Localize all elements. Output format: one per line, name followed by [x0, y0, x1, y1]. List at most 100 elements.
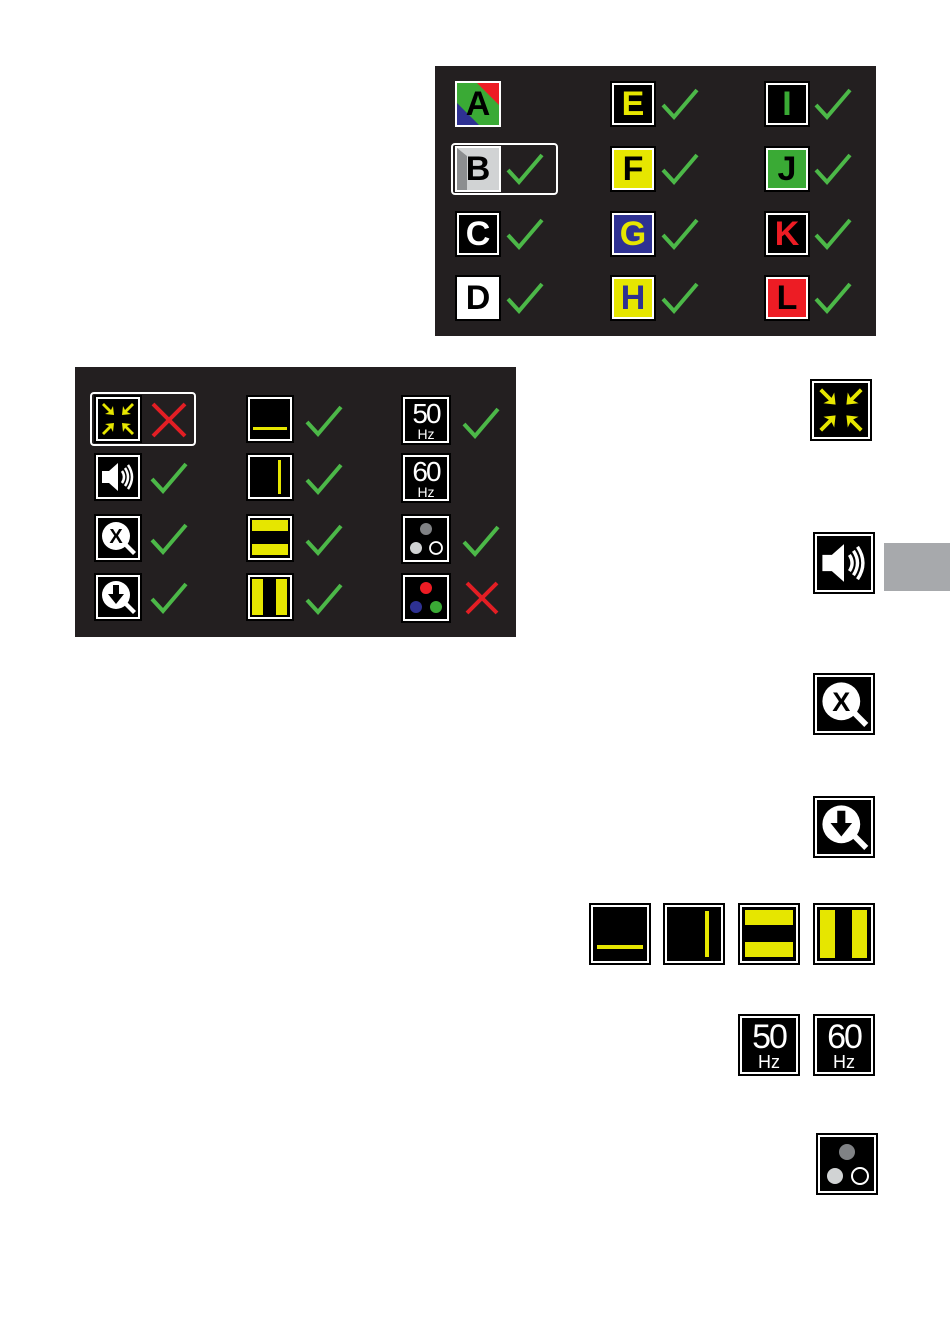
hz-unit: Hz: [833, 1053, 855, 1071]
setting-tile-grey-dots[interactable]: [403, 516, 449, 562]
hz-unit: Hz: [417, 427, 434, 441]
vertical-mask-icon: [250, 577, 290, 617]
vertical-line-icon: [667, 907, 721, 961]
mode-letter: K: [775, 217, 800, 251]
sidebar-center-arrows: [812, 381, 870, 439]
mode-letter: L: [777, 281, 798, 315]
hz-number: 50: [412, 400, 439, 428]
hz-number: 50: [752, 1020, 786, 1054]
sidebar-50hz: 50 Hz: [740, 1016, 798, 1074]
check-icon: [149, 459, 189, 497]
color-mode-panel: A B C D E F G H I J K L: [435, 66, 876, 336]
setting-tile-50hz[interactable]: 50 Hz: [403, 397, 449, 443]
mode-tile-g[interactable]: G: [612, 213, 654, 255]
setting-tile-magnifier-x[interactable]: X: [96, 516, 140, 560]
check-icon: [660, 279, 700, 317]
horizontal-line-icon: [250, 399, 290, 439]
check-icon: [149, 520, 189, 558]
check-icon: [304, 521, 344, 559]
speaker-icon: [817, 536, 871, 590]
check-icon: [813, 85, 853, 123]
chapter-tab: [884, 543, 950, 591]
mode-tile-a[interactable]: A: [457, 83, 499, 125]
hz-unit: Hz: [758, 1053, 780, 1071]
magnifier-down-icon: [98, 577, 138, 617]
mode-letter: D: [466, 281, 491, 315]
mode-tile-i[interactable]: I: [766, 83, 808, 125]
sidebar-vertical-line: [665, 905, 723, 963]
sidebar-horizontal-mask: [740, 905, 798, 963]
sidebar-vertical-mask: [815, 905, 873, 963]
setting-tile-magnifier-down[interactable]: [96, 575, 140, 619]
center-arrows-icon: [814, 383, 868, 437]
check-icon: [660, 215, 700, 253]
horizontal-mask-icon: [250, 518, 290, 558]
mode-letter: H: [621, 281, 646, 315]
mode-letter: J: [778, 152, 797, 186]
grey-dots-icon: [405, 518, 447, 560]
check-icon: [505, 279, 545, 317]
mode-letter: G: [620, 217, 646, 251]
vertical-line-icon: [250, 457, 290, 497]
horizontal-mask-icon: [742, 907, 796, 961]
check-icon: [461, 404, 501, 442]
horizontal-line-icon: [593, 907, 647, 961]
mode-tile-d[interactable]: D: [457, 277, 499, 319]
check-icon: [813, 215, 853, 253]
check-icon: [505, 150, 545, 188]
mode-tile-j[interactable]: J: [766, 148, 808, 190]
check-icon: [660, 150, 700, 188]
magnifier-down-icon: [817, 800, 871, 854]
mode-tile-h[interactable]: H: [612, 277, 654, 319]
cross-icon: [462, 579, 502, 617]
setting-tile-hline[interactable]: [248, 397, 292, 441]
mode-letter: F: [623, 152, 644, 186]
mode-letter: I: [782, 87, 791, 121]
speaker-icon: [98, 457, 138, 497]
check-icon: [813, 150, 853, 188]
sidebar-horizontal-line: [591, 905, 649, 963]
setting-tile-vmask[interactable]: [248, 575, 292, 619]
cross-icon: [148, 400, 190, 440]
check-icon: [505, 215, 545, 253]
check-icon: [304, 580, 344, 618]
setting-tile-hmask[interactable]: [248, 516, 292, 560]
mode-letter: C: [466, 217, 491, 251]
mode-tile-c[interactable]: C: [457, 213, 499, 255]
settings-panel: X 50 Hz 60 Hz: [75, 367, 516, 637]
center-arrows-icon: [98, 399, 138, 439]
hz-number: 60: [412, 458, 439, 486]
check-icon: [813, 279, 853, 317]
setting-tile-speaker[interactable]: [96, 455, 140, 499]
check-icon: [304, 402, 344, 440]
setting-tile-vline[interactable]: [248, 455, 292, 499]
mode-letter: E: [622, 87, 645, 121]
mode-tile-k[interactable]: K: [766, 213, 808, 255]
svg-text:X: X: [109, 526, 123, 548]
mode-tile-l[interactable]: L: [766, 277, 808, 319]
check-icon: [149, 579, 189, 617]
svg-text:X: X: [832, 687, 850, 717]
sidebar-grey-dots: [818, 1135, 876, 1193]
color-dots-icon: [405, 577, 447, 619]
check-icon: [304, 460, 344, 498]
check-icon: [660, 85, 700, 123]
hz-number: 60: [827, 1020, 861, 1054]
sidebar-60hz: 60 Hz: [815, 1016, 873, 1074]
sidebar-speaker: [815, 534, 873, 592]
mode-letter: B: [466, 152, 491, 186]
setting-tile-60hz[interactable]: 60 Hz: [403, 455, 449, 501]
mode-tile-b[interactable]: B: [457, 148, 499, 190]
vertical-mask-icon: [817, 907, 871, 961]
mode-tile-e[interactable]: E: [612, 83, 654, 125]
sidebar-magnifier-down: [815, 798, 873, 856]
check-icon: [461, 522, 501, 560]
magnifier-x-icon: X: [98, 518, 138, 558]
grey-dots-icon: [820, 1137, 874, 1191]
mode-letter: A: [466, 87, 491, 121]
setting-tile-color-dots[interactable]: [403, 575, 449, 621]
mode-tile-f[interactable]: F: [612, 148, 654, 190]
sidebar-magnifier-x: X: [815, 675, 873, 733]
magnifier-x-icon: X: [817, 677, 871, 731]
setting-tile-center[interactable]: [96, 397, 140, 441]
